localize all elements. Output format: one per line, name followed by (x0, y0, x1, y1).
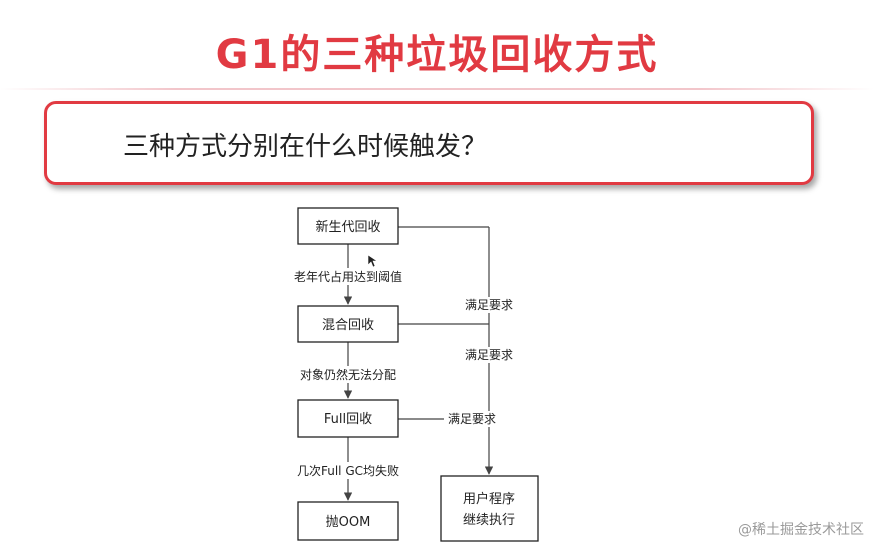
label-mixed-satisfied: 满足要求 (465, 348, 513, 362)
question-text: 三种方式分别在什么时候触发？ (123, 132, 488, 162)
node-young-gc: 新生代回收 (297, 207, 399, 245)
label-cannot-allocate: 对象仍然无法分配 (300, 367, 396, 382)
question-box: 三种方式分别在什么时候触发？ (44, 101, 814, 185)
title-divider (0, 88, 874, 90)
node-continue-line2: 继续执行 (463, 513, 515, 528)
label-full-gc-failed: 几次Full GC均失败 (297, 463, 399, 478)
node-full-gc: Full回收 (297, 399, 399, 438)
node-continue: 用户程序 继续执行 (440, 475, 539, 542)
node-young-gc-label: 新生代回收 (315, 219, 380, 235)
watermark: @稀土掘金技术社区 (738, 522, 864, 538)
node-mixed-gc: 混合回收 (297, 305, 399, 343)
label-full-satisfied: 满足要求 (448, 412, 496, 426)
node-oom-label: 抛OOM (326, 515, 371, 530)
node-oom: 抛OOM (297, 501, 399, 541)
slide-title: G1的三种垃圾回收方式 (215, 32, 659, 78)
node-mixed-gc-label: 混合回收 (322, 318, 374, 333)
label-old-gen-threshold: 老年代占用达到阈值 (294, 269, 402, 284)
mouse-pointer-icon (367, 254, 378, 268)
node-full-gc-label: Full回收 (324, 412, 372, 427)
label-young-satisfied: 满足要求 (465, 298, 513, 312)
node-continue-line1: 用户程序 (463, 491, 515, 507)
